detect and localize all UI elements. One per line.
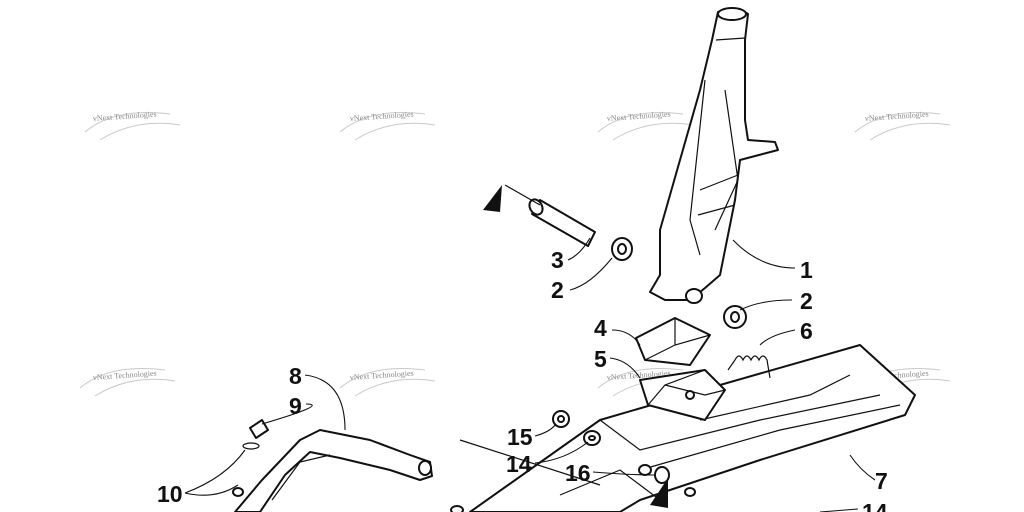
callout-9: 9 — [289, 393, 302, 419]
watermark: vNext Technologies — [854, 110, 951, 141]
watermark-text: vNext Technologies — [93, 369, 157, 382]
arrow-marker-icon — [483, 185, 502, 212]
watermark: vNext Technologies — [597, 110, 694, 141]
cap-part — [249, 419, 269, 439]
callout-2: 2 — [800, 288, 813, 314]
callout-14: 14 — [862, 499, 888, 512]
spring-part — [727, 355, 771, 379]
watermark: vNext Technologies — [339, 367, 436, 397]
fastener-part — [450, 505, 464, 512]
leader-lines — [184, 237, 876, 512]
pad-part — [635, 317, 711, 366]
callout-6: 6 — [800, 318, 813, 344]
callout-7: 7 — [875, 468, 888, 494]
callout-4: 4 — [594, 315, 607, 341]
arrow-marker-icon — [650, 478, 668, 508]
washer-part — [583, 430, 601, 446]
watermark-text: vNext Technologies — [350, 110, 414, 123]
callout-2: 2 — [551, 277, 564, 303]
callout-5: 5 — [594, 346, 607, 372]
pin-part — [483, 184, 596, 247]
callout-1: 1 — [800, 257, 813, 283]
callout-15: 15 — [507, 424, 533, 450]
bushing-part — [723, 305, 747, 329]
callout-8: 8 — [289, 363, 302, 389]
watermark: vNext Technologies — [339, 110, 436, 141]
ring-part — [242, 442, 260, 450]
watermark-text: vNext Technologies — [93, 110, 157, 123]
watermark-text: vNext Technologies — [865, 110, 929, 123]
nut-part — [552, 410, 570, 428]
lever-part — [232, 429, 433, 512]
watermark-text: vNext Technologies — [350, 369, 414, 382]
callout-3: 3 — [551, 247, 564, 273]
callout-10: 10 — [157, 481, 183, 507]
sleeve-part — [650, 466, 670, 508]
watermark-text: vNext Technologies — [607, 110, 671, 123]
bushing-part — [611, 237, 633, 261]
callout-14: 14 — [506, 451, 532, 477]
callout-16: 16 — [565, 460, 591, 486]
upright-stand-part — [649, 7, 779, 304]
callout-labels: 1 2 2 3 4 5 6 7 8 9 10 14 14 15 16 — [157, 247, 888, 512]
latch-bracket-part — [639, 369, 726, 421]
watermark: vNext Technologies — [79, 367, 176, 397]
watermark: vNext Technologies — [84, 110, 181, 141]
